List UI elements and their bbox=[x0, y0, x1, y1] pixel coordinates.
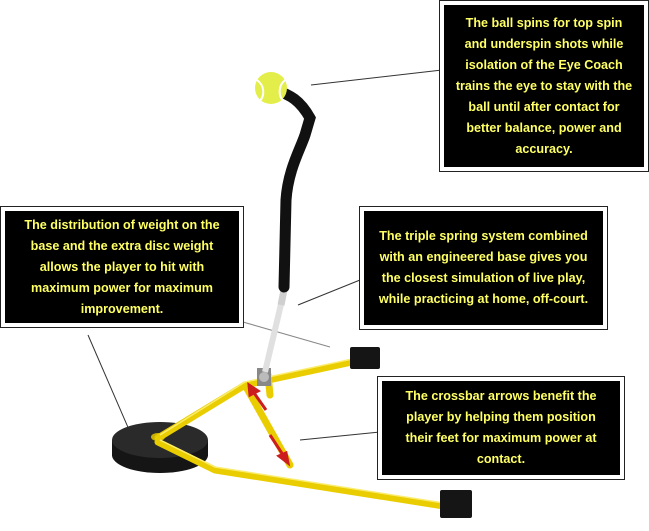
base-disc-weight bbox=[112, 422, 208, 473]
callout-ball-spin: The ball spins for top spin and underspi… bbox=[444, 5, 644, 167]
callout-weight-text: The distribution of weight on the base a… bbox=[24, 217, 220, 316]
foot-caps bbox=[350, 347, 472, 518]
callout-spring-text: The triple spring system combined with a… bbox=[378, 229, 589, 306]
callout-ball-spin-text: The ball spins for top spin and underspi… bbox=[455, 15, 633, 156]
tennis-ball bbox=[255, 72, 287, 104]
crossbar-arrows bbox=[247, 381, 291, 467]
callout-crossbar-arrows: The crossbar arrows benefit the player b… bbox=[382, 381, 620, 475]
leader-line-spring bbox=[297, 279, 361, 306]
leader-line-weight bbox=[87, 334, 131, 433]
leader-line-ball bbox=[310, 69, 443, 86]
leader-lines bbox=[87, 69, 443, 441]
callout-spring-system: The triple spring system combined with a… bbox=[364, 211, 603, 325]
callout-weight-distribution: The distribution of weight on the base a… bbox=[5, 211, 239, 323]
callout-crossbar-text: The crossbar arrows benefit the player b… bbox=[405, 389, 597, 466]
shaft bbox=[262, 84, 316, 373]
leader-line-crossbar bbox=[299, 431, 381, 441]
leader-line-weight-2 bbox=[235, 319, 331, 348]
